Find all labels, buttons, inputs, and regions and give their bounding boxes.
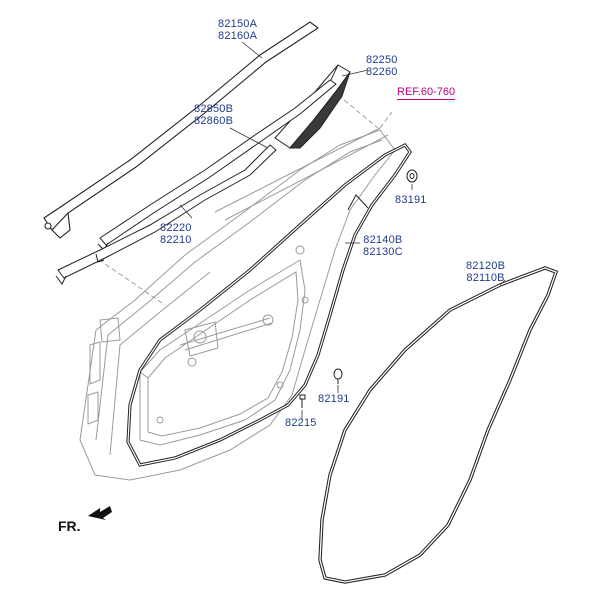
front-direction-label: FR. — [58, 518, 81, 534]
label-82140b: 82140B 82130C — [363, 234, 403, 258]
label-82220: 82220 82210 — [160, 222, 192, 246]
label-82120b: 82120B 82110B — [466, 260, 506, 284]
label-82191: 82191 — [318, 393, 350, 405]
lower-moulding — [55, 144, 277, 285]
front-direction-arrow — [88, 506, 112, 520]
ref-label: REF.60-760 — [397, 86, 456, 100]
label-82150a: 82150A 82160A — [218, 18, 258, 42]
reference-dashed-lines — [91, 94, 393, 306]
label-83191: 83191 — [395, 194, 427, 206]
leader-lines — [179, 41, 506, 420]
clip-82191 — [333, 368, 343, 384]
label-82850b: 82850B 82860B — [194, 103, 234, 127]
roof-moulding-strip — [43, 21, 319, 239]
grommet-83191 — [406, 169, 418, 183]
label-82250: 82250 82260 — [366, 54, 398, 78]
door-body — [79, 127, 396, 481]
body-weatherstrip — [318, 266, 559, 584]
screw-82215 — [299, 394, 306, 408]
door-weatherstrip — [126, 142, 412, 467]
label-82215: 82215 — [285, 417, 317, 429]
